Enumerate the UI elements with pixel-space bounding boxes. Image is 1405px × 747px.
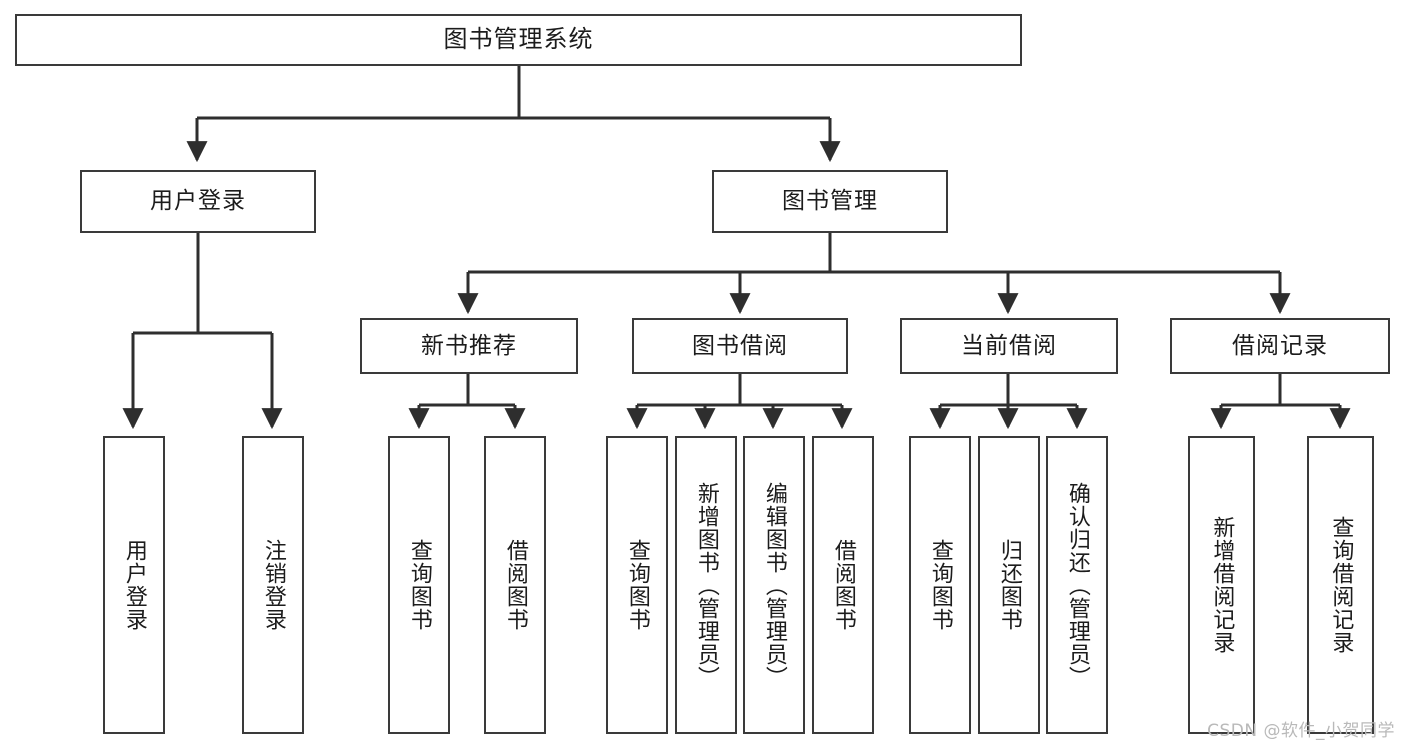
- node-label: 用户登录: [121, 539, 147, 631]
- node-leaf-logout-login[interactable]: 注销登录: [242, 436, 304, 734]
- node-label: 借阅图书: [830, 539, 856, 631]
- node-leaf-edit-book[interactable]: 编辑图书（管理员）: [743, 436, 805, 734]
- node-book-manage[interactable]: 图书管理: [712, 170, 948, 233]
- node-label: 注销登录: [260, 539, 286, 631]
- node-book-borrow[interactable]: 图书借阅: [632, 318, 848, 374]
- node-label: 借阅图书: [502, 539, 528, 631]
- node-user-login[interactable]: 用户登录: [80, 170, 316, 233]
- node-leaf-query-book-2[interactable]: 查询图书: [606, 436, 668, 734]
- node-root-book-management-system[interactable]: 图书管理系统: [15, 14, 1022, 66]
- node-leaf-return-book[interactable]: 归还图书: [978, 436, 1040, 734]
- node-label: 新书推荐: [421, 332, 517, 359]
- node-label: 查询借阅记录: [1328, 516, 1354, 654]
- node-leaf-query-book-1[interactable]: 查询图书: [388, 436, 450, 734]
- node-leaf-add-record[interactable]: 新增借阅记录: [1188, 436, 1255, 734]
- node-label: 新增图书（管理员）: [693, 481, 719, 689]
- node-label: 当前借阅: [961, 332, 1057, 359]
- node-label: 图书管理系统: [443, 25, 594, 54]
- node-label: 用户登录: [150, 188, 246, 215]
- node-current-borrow[interactable]: 当前借阅: [900, 318, 1118, 374]
- node-label: 查询图书: [406, 539, 432, 631]
- node-leaf-borrow-book-1[interactable]: 借阅图书: [484, 436, 546, 734]
- node-label: 确认归还（管理员）: [1064, 481, 1090, 689]
- csdn-watermark: CSDN @软件_小贺同学: [1207, 721, 1395, 741]
- node-label: 查询图书: [624, 539, 650, 631]
- node-leaf-query-book-3[interactable]: 查询图书: [909, 436, 971, 734]
- node-label: 图书管理: [782, 188, 878, 215]
- node-borrow-record[interactable]: 借阅记录: [1170, 318, 1390, 374]
- node-leaf-confirm-return[interactable]: 确认归还（管理员）: [1046, 436, 1108, 734]
- node-leaf-borrow-book-2[interactable]: 借阅图书: [812, 436, 874, 734]
- node-label: 归还图书: [996, 539, 1022, 631]
- node-new-book-recommend[interactable]: 新书推荐: [360, 318, 578, 374]
- node-label: 编辑图书（管理员）: [761, 481, 787, 689]
- node-leaf-user-login[interactable]: 用户登录: [103, 436, 165, 734]
- node-label: 图书借阅: [692, 332, 788, 359]
- node-label: 借阅记录: [1232, 332, 1328, 359]
- node-label: 新增借阅记录: [1209, 516, 1235, 654]
- node-leaf-query-record[interactable]: 查询借阅记录: [1307, 436, 1374, 734]
- node-leaf-add-book[interactable]: 新增图书（管理员）: [675, 436, 737, 734]
- node-label: 查询图书: [927, 539, 953, 631]
